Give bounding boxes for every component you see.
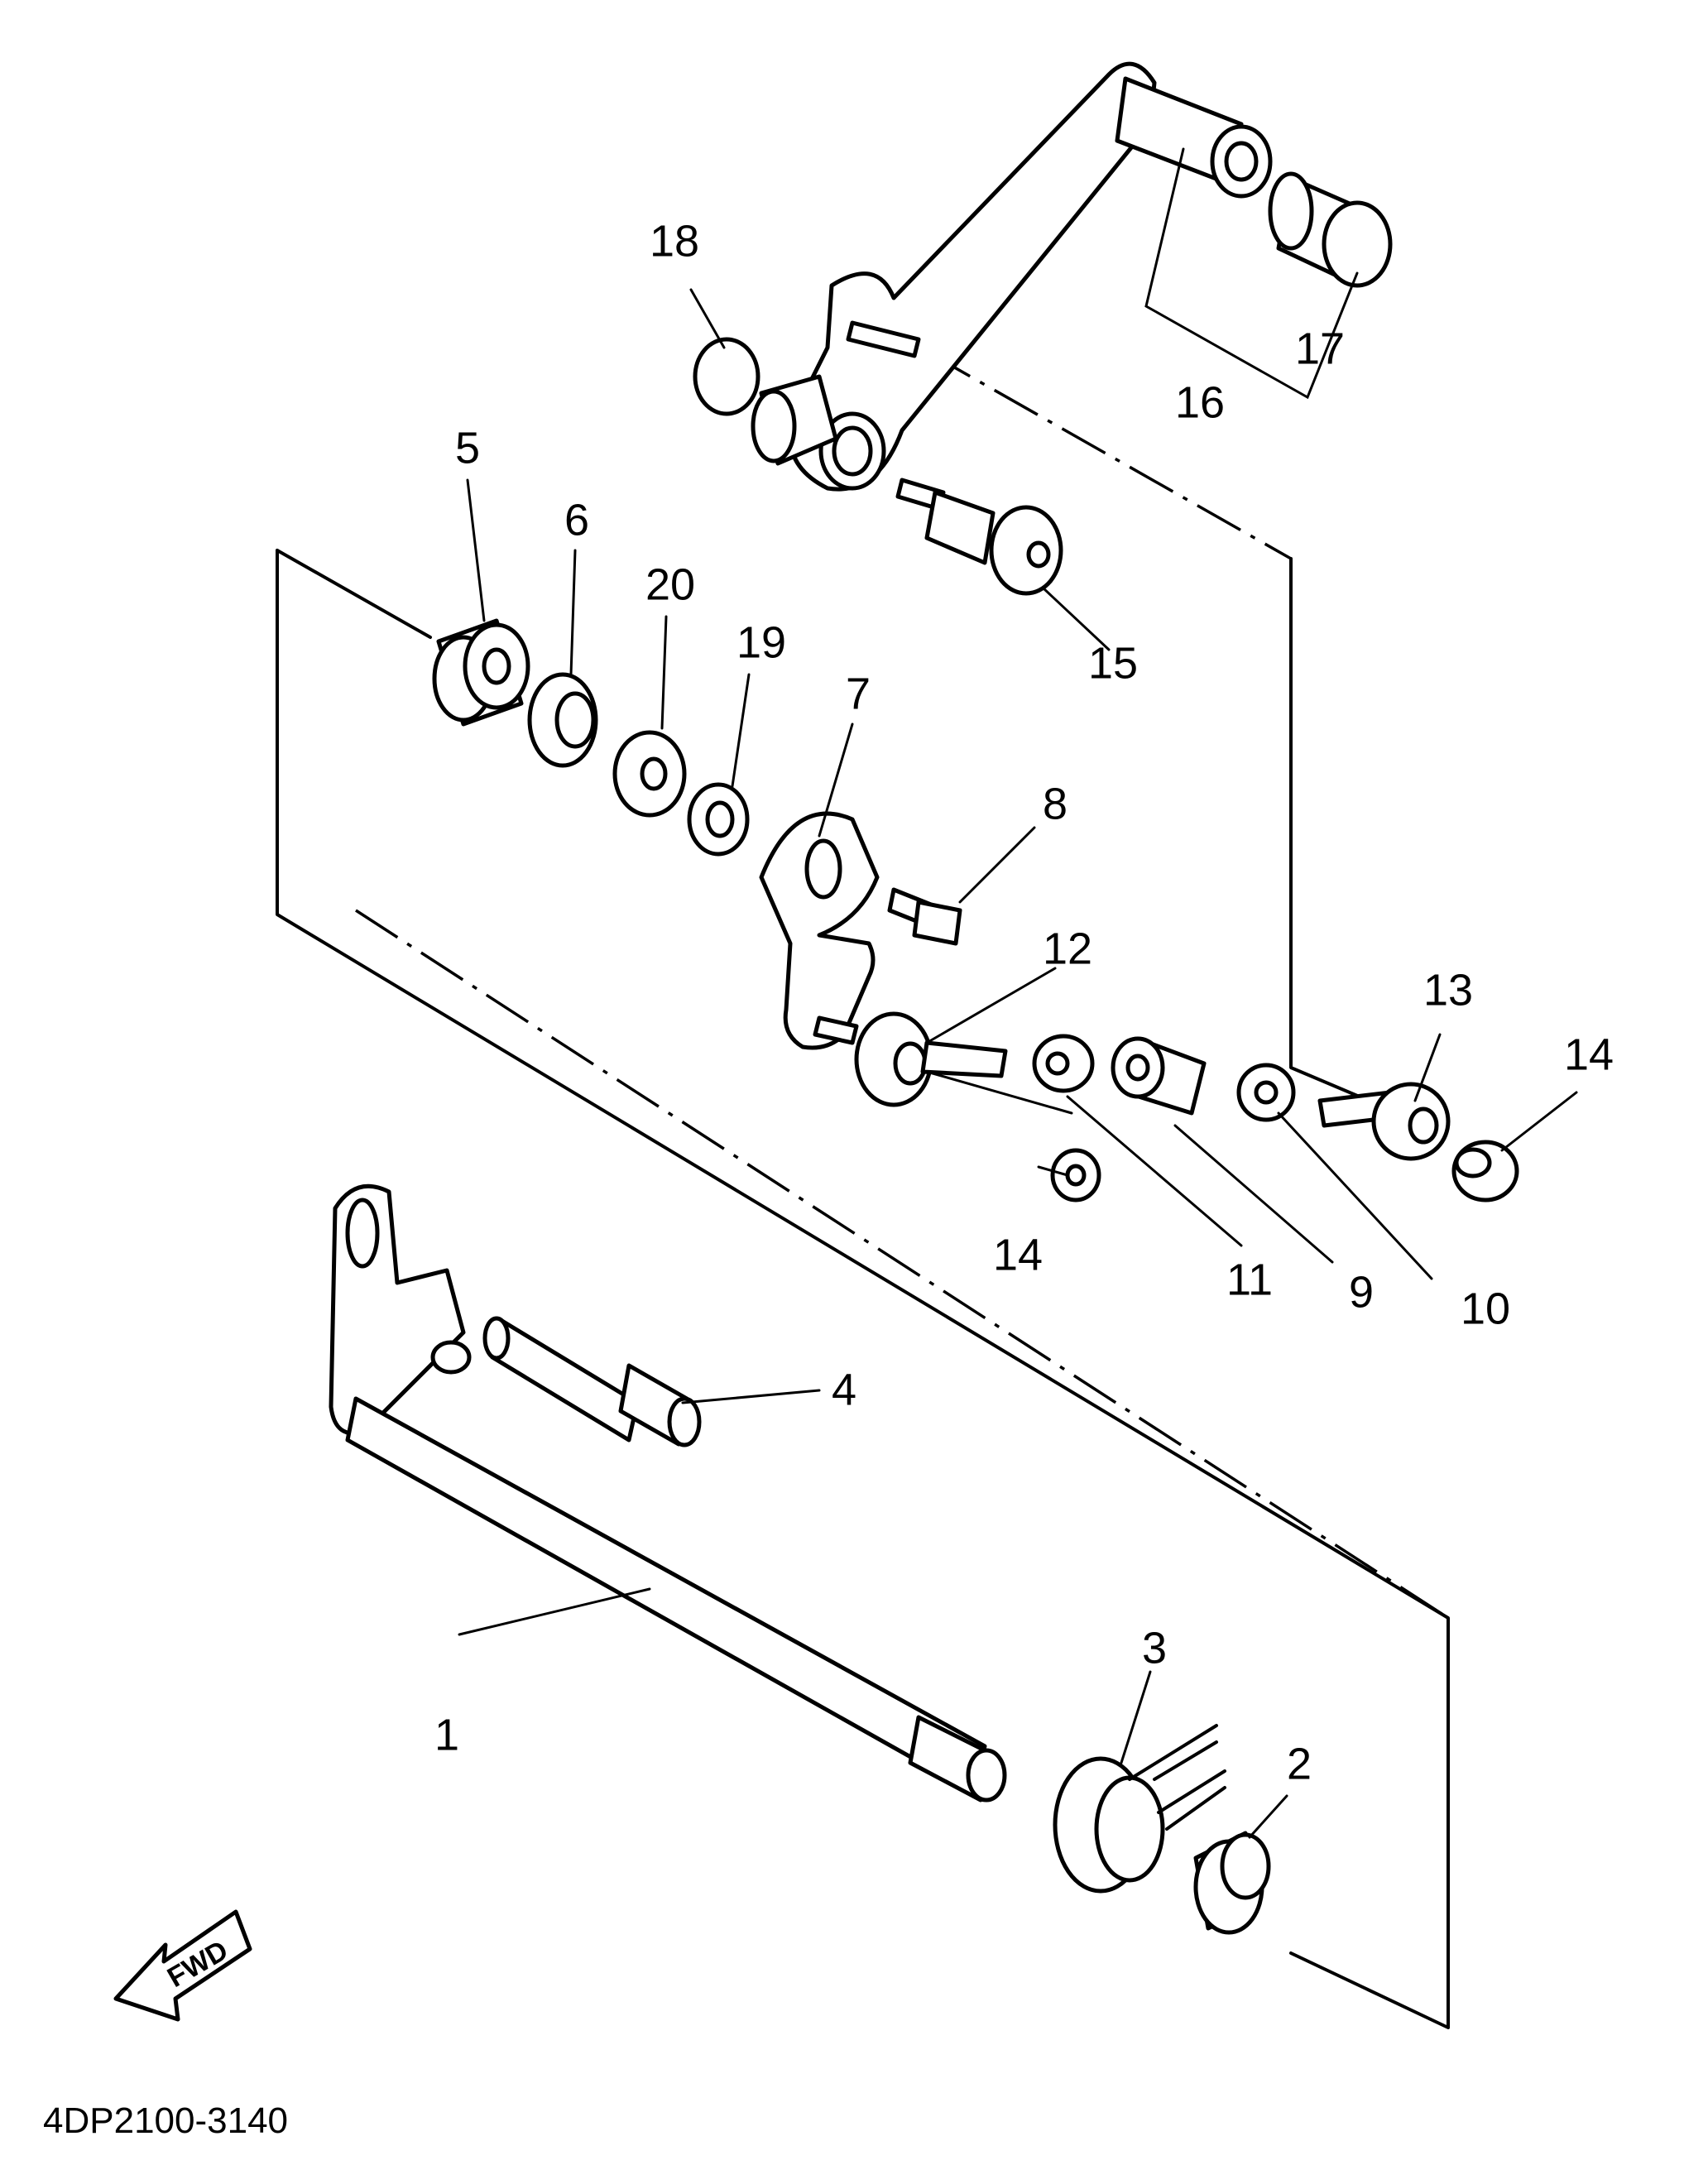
bushing-5 — [432, 618, 530, 727]
callout-18: 18 — [650, 216, 699, 266]
nut-11 — [1032, 1034, 1095, 1093]
callout-2: 2 — [1287, 1739, 1312, 1788]
callout-6: 6 — [564, 495, 589, 545]
callout-15: 15 — [1088, 638, 1138, 688]
callout-8: 8 — [1043, 779, 1068, 828]
callout-11: 11 — [1226, 1255, 1273, 1304]
diagram-code: 4DP2100-3140 — [43, 2100, 288, 2141]
callout-12: 12 — [1043, 924, 1092, 973]
nut-14-right — [1451, 1140, 1519, 1203]
callout-17: 17 — [1295, 324, 1345, 373]
callout-4: 4 — [832, 1365, 856, 1414]
rod-end-12 — [854, 1011, 1008, 1107]
callout-1: 1 — [434, 1710, 459, 1759]
fwd-arrow-icon: FWD — [113, 1909, 252, 2022]
leader-lines — [458, 147, 1578, 1839]
callout-9: 9 — [1349, 1267, 1374, 1317]
shift-shaft — [329, 1183, 1007, 1803]
callout-19: 19 — [736, 617, 786, 667]
oil-seal-6 — [527, 672, 598, 768]
callout-14-lower: 14 — [993, 1230, 1043, 1279]
callout-14-right: 14 — [1564, 1030, 1614, 1079]
circlip-19 — [687, 782, 750, 857]
nut-10 — [1236, 1063, 1296, 1122]
callout-labels: 1 2 3 4 5 6 20 19 7 8 12 13 14 14 11 9 1… — [434, 216, 1614, 1788]
footpeg-rubber-17 — [1268, 171, 1393, 288]
collar — [1193, 1831, 1271, 1935]
nut-14-lower — [1050, 1148, 1101, 1203]
return-spring — [1053, 1724, 1226, 1894]
shift-pedal — [788, 61, 1273, 492]
callout-3: 3 — [1142, 1623, 1167, 1673]
callout-13: 13 — [1423, 965, 1473, 1015]
callout-7: 7 — [846, 669, 871, 718]
washer-20 — [612, 730, 687, 818]
shift-arm — [759, 811, 880, 1050]
callout-5: 5 — [455, 423, 480, 473]
shift-rod-9 — [1111, 1036, 1207, 1116]
callout-16: 16 — [1175, 377, 1225, 427]
washer-18 — [693, 337, 760, 416]
pedal-bushing — [751, 374, 838, 466]
pivot-bolt-15 — [895, 478, 1063, 596]
callout-20: 20 — [645, 559, 695, 609]
rod-end-13 — [1317, 1082, 1451, 1161]
alignment-lines — [355, 350, 1449, 1620]
bolt-8 — [887, 887, 962, 946]
pin-part — [482, 1316, 702, 1447]
callout-10: 10 — [1461, 1284, 1510, 1333]
